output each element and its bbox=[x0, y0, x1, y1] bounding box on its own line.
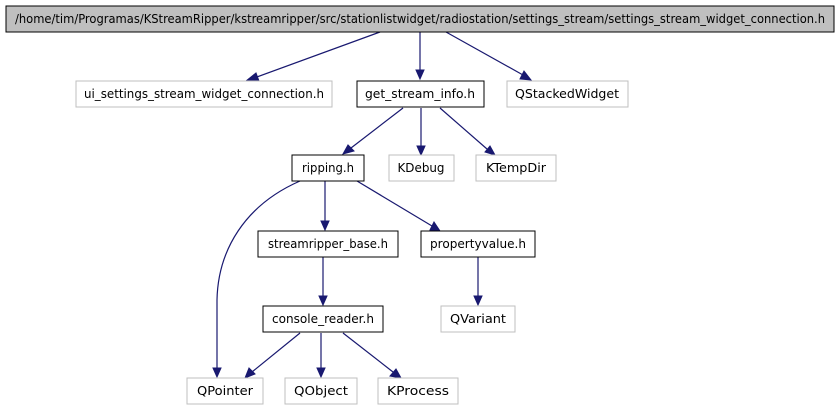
node-qpointer[interactable]: QPointer bbox=[186, 377, 264, 405]
arrowhead-kprocess bbox=[389, 368, 402, 379]
node-qvariant-label: QVariant bbox=[450, 312, 506, 326]
edge-console-reader-to-kprocess bbox=[342, 332, 394, 373]
node-root-label: /home/tim/Programas/KStreamRipper/kstrea… bbox=[15, 12, 825, 26]
node-console-reader[interactable]: console_reader.h bbox=[262, 305, 384, 333]
arrowhead-qobject bbox=[316, 367, 326, 379]
node-kdebug-label: KDebug bbox=[398, 161, 445, 175]
node-qvariant[interactable]: QVariant bbox=[440, 305, 516, 333]
node-ripping[interactable]: ripping.h bbox=[291, 154, 365, 182]
node-ui-settings-label: ui_settings_stream_widget_connection.h bbox=[84, 87, 324, 101]
node-streamripper-base-box bbox=[257, 230, 399, 258]
edge-root-to-ui-settings bbox=[253, 31, 381, 79]
node-ripping-box bbox=[291, 154, 365, 182]
node-root[interactable]: /home/tim/Programas/KStreamRipper/kstrea… bbox=[5, 5, 835, 33]
node-propertyvalue[interactable]: propertyvalue.h bbox=[420, 230, 536, 258]
node-kprocess[interactable]: KProcess bbox=[377, 377, 459, 405]
arrowhead-qvariant bbox=[473, 295, 483, 307]
node-streamripper-base[interactable]: streamripper_base.h bbox=[257, 230, 399, 258]
node-root-box bbox=[5, 5, 835, 33]
arrowhead-ripping-from-get-stream-info bbox=[341, 144, 355, 155]
node-ktempdir-label: KTempDir bbox=[486, 161, 546, 175]
node-kprocess-label: KProcess bbox=[387, 384, 449, 398]
node-qpointer-label: QPointer bbox=[197, 384, 253, 398]
edge-get-stream-info-to-ktempdir bbox=[439, 107, 488, 150]
arrowhead-ui-settings bbox=[244, 72, 260, 82]
arrowhead-qpointer-from-console-reader bbox=[244, 367, 256, 379]
node-qobject-box bbox=[284, 377, 358, 405]
edge-console-reader-to-qpointer bbox=[251, 332, 301, 373]
edge-root-to-qstackedwidget bbox=[445, 31, 524, 76]
node-console-reader-label: console_reader.h bbox=[272, 312, 374, 326]
node-qpointer-box bbox=[186, 377, 264, 405]
node-ktempdir-box bbox=[475, 154, 557, 182]
arrowhead-propertyvalue bbox=[429, 221, 442, 232]
arrowhead-qstackedwidget bbox=[519, 70, 533, 81]
node-qstackedwidget-box bbox=[506, 80, 629, 108]
node-console-reader-box bbox=[262, 305, 384, 333]
node-qobject[interactable]: QObject bbox=[284, 377, 358, 405]
node-kprocess-box bbox=[377, 377, 459, 405]
arrowhead-console-reader bbox=[318, 295, 328, 307]
node-kdebug-box bbox=[388, 154, 455, 182]
node-get-stream-info-box bbox=[356, 80, 485, 108]
edge-ripping-to-qpointer bbox=[216, 180, 301, 368]
node-ui-settings[interactable]: ui_settings_stream_widget_connection.h bbox=[75, 80, 333, 108]
node-ktempdir[interactable]: KTempDir bbox=[475, 154, 557, 182]
node-propertyvalue-label: propertyvalue.h bbox=[430, 237, 526, 251]
node-qvariant-box bbox=[440, 305, 516, 333]
edge-ripping-to-propertyvalue bbox=[356, 180, 433, 227]
node-get-stream-info-label: get_stream_info.h bbox=[365, 87, 475, 101]
node-layer: /home/tim/Programas/KStreamRipper/kstrea… bbox=[5, 5, 835, 405]
node-streamripper-base-label: streamripper_base.h bbox=[268, 237, 388, 251]
arrowhead-streamripper-base bbox=[320, 220, 330, 232]
node-ripping-label: ripping.h bbox=[302, 161, 354, 175]
edge-layer bbox=[212, 31, 533, 379]
node-ui-settings-box bbox=[75, 80, 333, 108]
node-qstackedwidget[interactable]: QStackedWidget bbox=[506, 80, 629, 108]
node-qstackedwidget-label: QStackedWidget bbox=[515, 87, 619, 101]
node-qobject-label: QObject bbox=[294, 384, 348, 398]
arrowhead-ktempdir bbox=[484, 145, 497, 156]
node-kdebug[interactable]: KDebug bbox=[388, 154, 455, 182]
arrowhead-qpointer-from-ripping bbox=[212, 367, 222, 379]
arrowhead-get-stream-info bbox=[415, 69, 425, 81]
edge-get-stream-info-to-ripping bbox=[350, 107, 404, 149]
arrowhead-kdebug bbox=[416, 145, 426, 157]
node-get-stream-info[interactable]: get_stream_info.h bbox=[356, 80, 485, 108]
node-propertyvalue-box bbox=[420, 230, 536, 258]
